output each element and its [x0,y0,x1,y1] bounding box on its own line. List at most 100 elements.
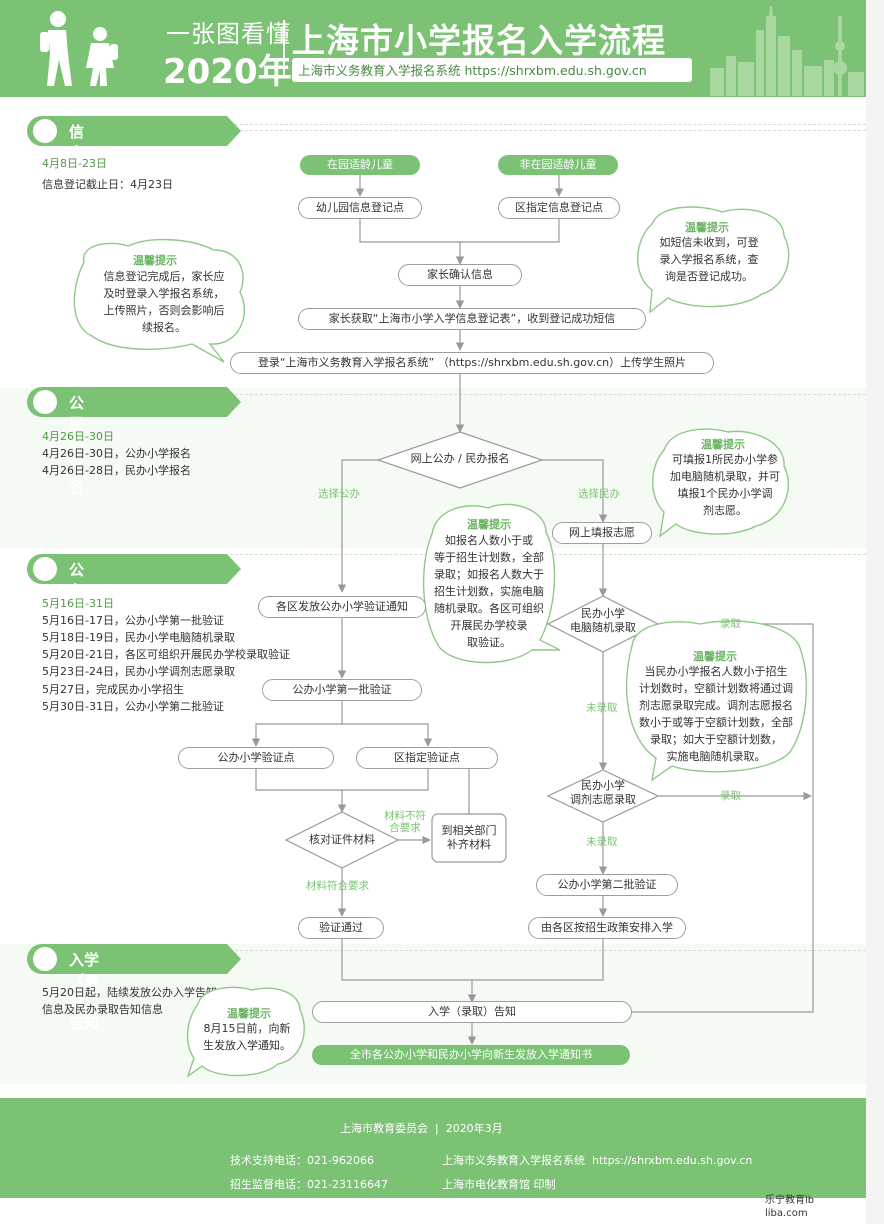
node-admission-notice: 入学（录取）告知 [312,1001,632,1023]
tip-text-3: 可填报1所民办小学参 加电脑随机录取，并可 填报1个民办小学调 剂志愿。 [660,451,790,519]
tip-text-6: 8月15日前，向新 生发放入学通知。 [192,1020,302,1054]
tip-bubble-3 [652,428,789,538]
header-year: 2020年 [163,52,292,92]
section-date-line: 5月16日-17日，公办小学第一批验证 [42,614,224,627]
footer: 上海市教育委员会 | 2020年3月 技术支持电话：021-962066 招生监… [0,1098,866,1198]
node-not-in-area-children: 非在园适龄儿童 [498,155,618,175]
tip-bubble-6 [186,986,305,1078]
right-margin [866,0,884,1224]
tip-title: 温馨提示 [685,221,729,234]
system-url: 上海市义务教育入学报名系统 https://shrxbm.edu.sh.gov.… [298,63,647,78]
person-icon [33,119,57,143]
tip-line: 录入学报名系统，查 [659,253,759,266]
node-login-upload: 登录“上海市义务教育入学报名系统” （https://shrxbm.edu.sh… [230,352,714,374]
tip-line: 生发放入学通知。 [203,1039,291,1052]
tip-line: 录取；如报名人数大于 [434,568,544,581]
tip-line: 填报1个民办小学调 [677,487,773,500]
node-district-notice: 各区发放公办小学验证通知 [258,596,426,618]
section-date-range: 5月16日-31日 [42,597,114,610]
edge-not-admitted: 未录取 [586,702,618,714]
footer-tech-phone: 技术支持电话：021-962066 [230,1154,374,1167]
tip-line: 剂志愿。 [703,504,747,517]
poster: 一张图看懂 2020年 上海市小学报名入学流程 上海市义务教育入学报名系统 ht… [0,0,866,1198]
box-line: 到相关部门 [441,824,497,837]
node-public-batch1: 公办小学第一批验证 [262,679,422,701]
edge-docs-not-ok: 材料不符 合要求 [384,810,426,834]
edge-label-line: 材料不符 [384,810,426,822]
tip-line: 数小于或等于空额计划数，全部 [639,716,793,729]
node-verify-pass: 验证通过 [298,917,384,939]
edge-label-line: 合要求 [389,822,421,834]
section-date-line: 信息及民办录取告知信息 [42,1003,163,1016]
tip-line: 上传照片，否则会影响后 [103,304,225,317]
tip-line: 如报名人数小于或 [445,534,533,547]
tip-text-5: 当民办小学报名人数小于招生 计划数时，空额计划数将通过调 剂志愿录取完成。调剂志… [628,663,804,765]
header-divider [283,20,285,78]
tip-text-2: 如短信未收到，可登 录入学报名系统，查 询是否登记成功。 [644,234,774,285]
tip-text-1: 信息登记完成后，家长应 及时登录入学报名系统， 上传照片，否则会影响后 续报名。 [84,268,244,336]
adjust-diamond [546,769,660,823]
page-title: 上海市小学报名入学流程 [292,21,666,60]
footer-org: 上海市教育委员会 | 2020年3月 [340,1122,503,1135]
node-public-verify-point: 公办小学验证点 [178,747,334,769]
section-title: 入学（录取）告知 [69,951,100,1032]
edge-docs-ok: 材料符合要求 [306,880,369,892]
footer-system: 上海市义务教育入学报名系统 https://shrxbm.edu.sh.gov.… [442,1154,753,1167]
children-icon [40,11,118,86]
node-public-batch2: 公办小学第二批验证 [536,874,678,896]
section-divider [230,130,866,131]
skyline-icon [710,6,864,96]
section-divider [230,394,866,395]
section-date-line: 5月27日，完成民办小学招生 [42,683,184,696]
section-divider [230,950,866,951]
node-parent-get-form: 家长获取“上海市小学入学信息登记表”，收到登记成功短信 [298,308,646,330]
section-title: 信息登记 [69,123,85,204]
person-icon [33,557,57,581]
diamond-line: 电脑随机录取 [570,621,636,634]
tip-line: 实施电脑随机录取。 [666,750,766,763]
header-banner: 一张图看懂 2020年 上海市小学报名入学流程 上海市义务教育入学报名系统 ht… [0,0,866,97]
node-fill-wish: 网上填报志愿 [552,522,652,544]
node-kindergarten-point: 幼儿园信息登记点 [298,197,422,219]
tip-line: 录取；如大于空额计划数， [650,733,782,746]
node-district-verify-point: 区指定验证点 [356,747,498,769]
watermark-line: 乐宁教育lb [765,1195,815,1206]
diamond-line: 民办小学 [581,607,625,620]
section-date-line: 5月20日-21日，各区可组织开展民办学校录取验证 [42,648,290,661]
section-title: 公办验证与民办录取 [69,561,85,747]
section-date-line: 4月26日-30日，公办小学报名 [42,447,191,460]
diamond-online-apply: 网上公办 / 民办报名 [410,452,510,465]
tip-bubble-5 [625,620,808,782]
edge-admitted: 录取 [720,790,741,802]
tip-title: 温馨提示 [701,438,745,451]
tip-bubble-2 [637,206,790,314]
tip-title: 温馨提示 [133,254,177,267]
section-date-range: 4月8日-23日 [42,157,107,170]
apply-diamond [376,431,544,489]
section-date-line: 5月18日-19日，民办小学电脑随机录取 [42,631,235,644]
box-supplement: 到相关部门 补齐材料 [432,824,506,852]
tip-text-4: 如报名人数小于或 等于招生计划数，全部 录取；如报名人数大于 招生计划数，实施电… [424,532,554,651]
flow-connectors [73,172,814,1078]
edge-choose-public: 选择公办 [318,488,360,500]
tip-bubble-4 [422,503,561,664]
section-title: 公民办报名 [69,394,85,496]
footer-printer: 上海市电化教育馆 印制 [442,1178,556,1191]
tip-line: 剂志愿录取完成。调剂志愿报名 [639,699,793,712]
section-divider [230,124,866,125]
node-parent-confirm: 家长确认信息 [398,264,522,286]
footer-supervise-phone: 招生监督电话：021-23116647 [230,1178,388,1191]
tip-line: 招生计划数，实施电脑 [434,585,544,598]
watermark-line: liba.com [765,1208,808,1219]
tip-line: 等于招生计划数，全部 [434,551,544,564]
person-icon [33,947,57,971]
diamond-line: 调剂志愿录取 [570,793,636,806]
tip-title: 温馨提示 [467,518,511,531]
diamond-private-lottery: 民办小学 电脑随机录取 [558,607,648,635]
edge-choose-private: 选择民办 [578,488,620,500]
supplement-box [431,813,507,863]
diamond-check-docs: 核对证件材料 [309,833,375,846]
section-date-line: 5月23日-24日，民办小学调剂志愿录取 [42,665,235,678]
edge-admitted: 录取 [720,618,741,630]
tip-line: 当民办小学报名人数小于招生 [644,665,788,678]
